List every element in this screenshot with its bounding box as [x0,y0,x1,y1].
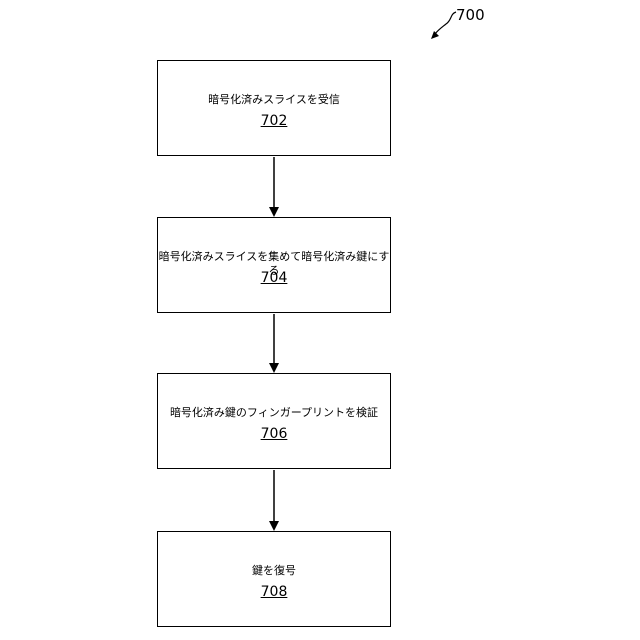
step-ref-number: 708 [158,584,390,600]
step-box-assemble-key: 暗号化済みスライスを集めて暗号化済み鍵にする 704 [157,217,391,313]
step-box-decrypt-key: 鍵を復号 708 [157,531,391,627]
step-box-verify-fingerprint: 暗号化済み鍵のフィンガープリントを検証 706 [157,373,391,469]
step-ref-number: 704 [158,270,390,286]
arrow-3-to-4 [269,470,279,531]
arrow-2-to-3 [269,314,279,373]
arrow-1-to-2 [269,157,279,217]
step-text: 暗号化済みスライスを受信 [158,93,390,107]
step-box-receive-slices: 暗号化済みスライスを受信 702 [157,60,391,156]
step-text: 暗号化済み鍵のフィンガープリントを検証 [158,406,390,420]
step-text: 鍵を復号 [158,564,390,578]
step-ref-number: 702 [158,113,390,129]
step-ref-number: 706 [158,426,390,442]
